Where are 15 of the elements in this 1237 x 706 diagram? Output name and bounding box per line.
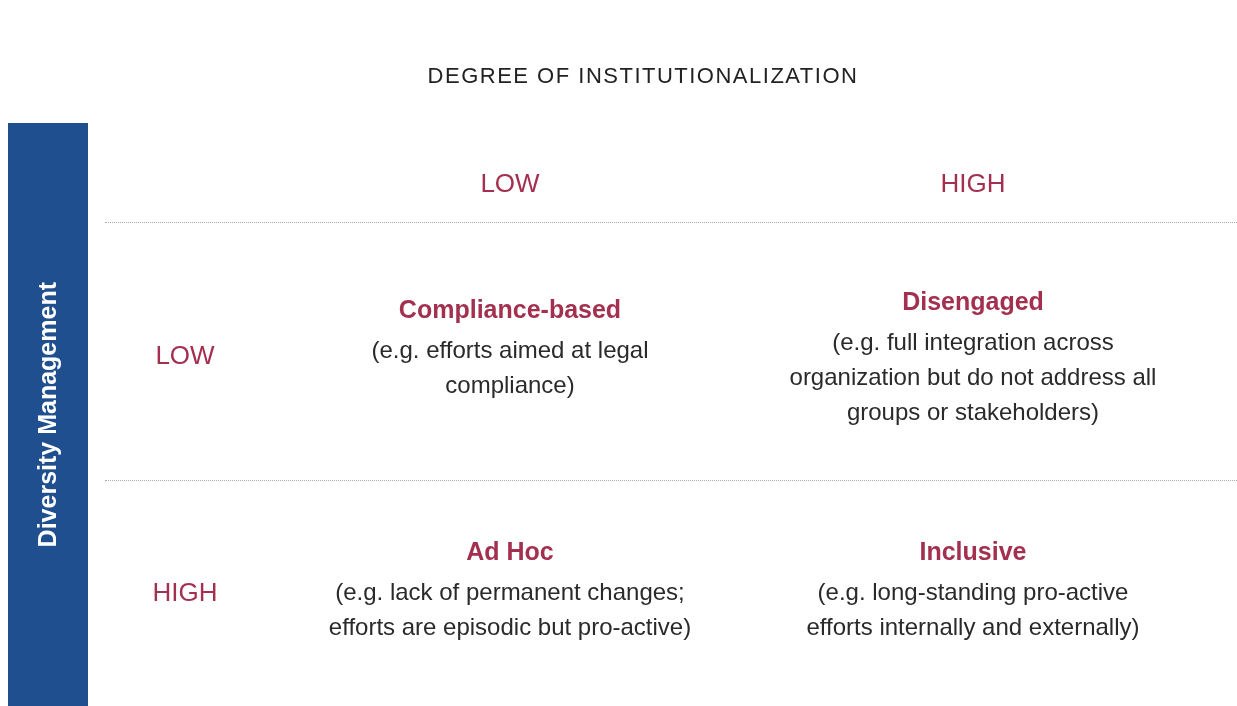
cell-description: (e.g. efforts aimed at legal compliance) [370,334,650,400]
cell-heading: Compliance-based [398,293,622,325]
cell-heading: Ad Hoc [466,535,554,567]
column-header: LOW [480,166,540,200]
cell-heading: Inclusive [919,535,1027,567]
title: DEGREE OF INSTITUTIONALIZATION [427,61,859,90]
column-header: HIGH [940,166,1006,200]
cell-description: (e.g. full integration across organization but do not address all groups or stakeholders) [788,327,1158,427]
row-header: HIGH [152,575,218,609]
cell-description: (e.g. long-standing pro-active efforts internally and externally) [805,576,1141,642]
row-header: LOW [155,338,215,372]
axis-title: Diversity Management [32,281,63,548]
cell-description: (e.g. lack of permanent changes; efforts are episodic but pro-active) [327,576,693,642]
cell-heading: Disengaged [902,286,1044,318]
axis-band [8,123,88,706]
